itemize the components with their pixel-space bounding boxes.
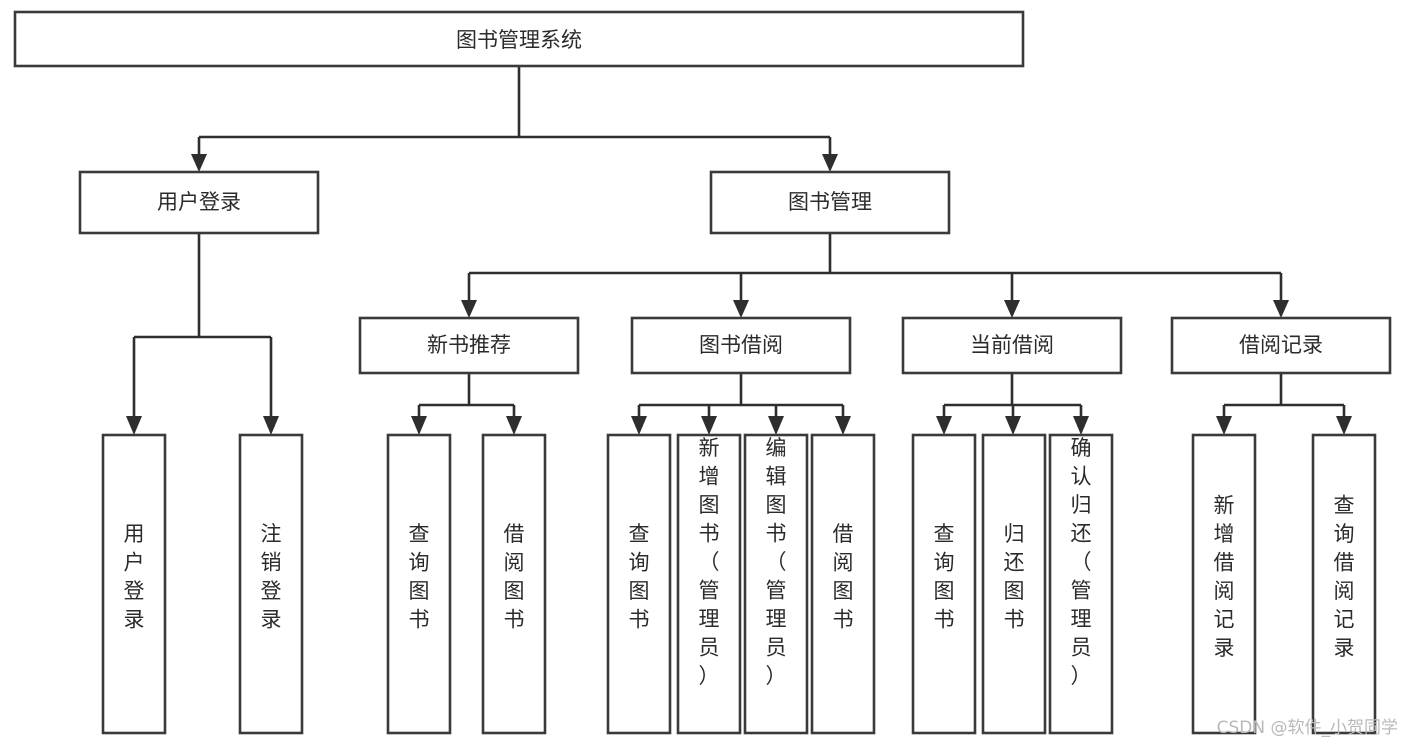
leaf-node-label: 查询借阅记录 <box>1334 494 1355 661</box>
leaf-node-label: 归还图书 <box>1004 522 1025 632</box>
leaf-node-label: 借阅图书 <box>504 522 525 632</box>
leaf-node[interactable]: 查询图书 <box>606 433 672 735</box>
leaf-node-box[interactable] <box>676 433 742 735</box>
leaf-node-box[interactable] <box>1311 433 1377 735</box>
leaf-node[interactable]: 借阅图书 <box>810 433 876 735</box>
leaf-node-label: 新增借阅记录 <box>1214 494 1235 661</box>
node-root-label: 图书管理系统 <box>456 28 582 52</box>
leaf-node-box[interactable] <box>101 433 167 735</box>
leaf-node[interactable]: 新增借阅记录 <box>1191 433 1257 735</box>
leaf-node[interactable]: 查询图书 <box>386 433 452 735</box>
arrow-to-leaf-borrow-book-1 <box>506 416 522 435</box>
leaf-node[interactable]: 查询借阅记录 <box>1311 433 1377 735</box>
arrow-to-new-book-recommend <box>461 300 477 318</box>
arrow-to-leaf-add-borrow-record <box>1216 416 1232 435</box>
leaf-node-label: 查询图书 <box>934 522 955 632</box>
arrow-to-current-borrow <box>1004 300 1020 318</box>
leaf-node-label: 借阅图书 <box>833 522 854 632</box>
leaf-node-box[interactable] <box>981 433 1047 735</box>
leaf-node-label: 注销登录 <box>261 522 282 632</box>
arrow-to-leaf-add-book <box>701 416 717 435</box>
leaf-node-box[interactable] <box>1048 433 1114 735</box>
leaf-node[interactable]: 确认归还（管理员） <box>1048 433 1114 735</box>
node-root-box[interactable] <box>13 10 1025 68</box>
node-current-borrow[interactable]: 当前借阅 <box>901 316 1123 375</box>
arrow-to-user-login <box>191 154 207 172</box>
connector-layer <box>126 66 1352 435</box>
node-book-borrow-box[interactable] <box>630 316 852 375</box>
leaf-node-box[interactable] <box>386 433 452 735</box>
arrow-to-leaf-confirm-return <box>1073 416 1089 435</box>
leaf-node[interactable]: 用户登录 <box>101 433 167 735</box>
connector-new-book-recommend-to-leaves <box>417 373 516 418</box>
node-user-login-label: 用户登录 <box>157 190 241 214</box>
node-current-borrow-box[interactable] <box>901 316 1123 375</box>
leaf-node-label: 查询图书 <box>409 522 430 632</box>
arrow-to-leaf-query-borrow-record <box>1336 416 1352 435</box>
connector-current-borrow-to-leaves <box>942 373 1083 418</box>
leaf-node[interactable]: 归还图书 <box>981 433 1047 735</box>
csdn-watermark: CSDN @软件_小贺同学 <box>1217 718 1398 738</box>
node-book-management-box[interactable] <box>709 170 951 235</box>
arrow-to-borrow-record <box>1273 300 1289 318</box>
node-book-borrow-label: 图书借阅 <box>699 333 783 357</box>
arrow-to-leaf-borrow-book-2 <box>835 416 851 435</box>
node-borrow-record-box[interactable] <box>1170 316 1392 375</box>
connector-root-to-level2 <box>197 66 832 156</box>
leaf-node-box[interactable] <box>743 433 809 735</box>
arrow-to-book-management <box>822 154 838 172</box>
node-user-login[interactable]: 用户登录 <box>78 170 320 235</box>
arrow-to-leaf-logout <box>263 416 279 435</box>
node-book-borrow[interactable]: 图书借阅 <box>630 316 852 375</box>
node-root[interactable]: 图书管理系统 <box>13 10 1025 68</box>
node-current-borrow-label: 当前借阅 <box>970 333 1054 357</box>
leaf-node-label: 编辑图书（管理员） <box>766 436 787 688</box>
leaf-node-label: 用户登录 <box>124 522 145 632</box>
arrow-to-leaf-query-book-3 <box>936 416 952 435</box>
leaf-node-box[interactable] <box>1191 433 1257 735</box>
leaf-node-box[interactable] <box>810 433 876 735</box>
arrow-to-leaf-return-book <box>1005 416 1021 435</box>
leaf-node-box[interactable] <box>481 433 547 735</box>
node-new-book-recommend[interactable]: 新书推荐 <box>358 316 580 375</box>
node-borrow-record[interactable]: 借阅记录 <box>1170 316 1392 375</box>
arrow-to-leaf-query-book-2 <box>631 416 647 435</box>
leaf-node[interactable]: 查询图书 <box>911 433 977 735</box>
leaf-node[interactable]: 新增图书（管理员） <box>676 433 742 735</box>
arrow-to-leaf-query-book-1 <box>411 416 427 435</box>
node-book-management-label: 图书管理 <box>788 190 872 214</box>
leaf-node-label: 查询图书 <box>629 522 650 632</box>
leaf-node-label: 新增图书（管理员） <box>699 436 720 688</box>
leaf-node-box[interactable] <box>238 433 304 735</box>
connector-borrow-record-to-leaves <box>1222 373 1346 418</box>
leaf-node-label: 确认归还（管理员） <box>1071 436 1092 688</box>
arrow-to-book-borrow <box>733 300 749 318</box>
connector-book-management-to-level3 <box>467 233 1283 302</box>
arrow-to-leaf-edit-book <box>768 416 784 435</box>
leaf-node-box[interactable] <box>606 433 672 735</box>
node-new-book-recommend-label: 新书推荐 <box>427 333 511 357</box>
leaf-node-layer: 用户登录 注销登录 查询图书 借阅图书 查询图书 新增图书（管理员） 编辑图书（管理员） 借阅… <box>101 433 1377 735</box>
arrow-to-leaf-user-login <box>126 416 142 435</box>
node-new-book-recommend-box[interactable] <box>358 316 580 375</box>
connector-user-login-to-leaves <box>132 233 273 418</box>
node-user-login-box[interactable] <box>78 170 320 235</box>
node-borrow-record-label: 借阅记录 <box>1239 333 1323 357</box>
leaf-node[interactable]: 编辑图书（管理员） <box>743 433 809 735</box>
node-book-management[interactable]: 图书管理 <box>709 170 951 235</box>
leaf-node[interactable]: 注销登录 <box>238 433 304 735</box>
leaf-node-box[interactable] <box>911 433 977 735</box>
leaf-node[interactable]: 借阅图书 <box>481 433 547 735</box>
connector-book-borrow-to-leaves <box>637 373 845 418</box>
